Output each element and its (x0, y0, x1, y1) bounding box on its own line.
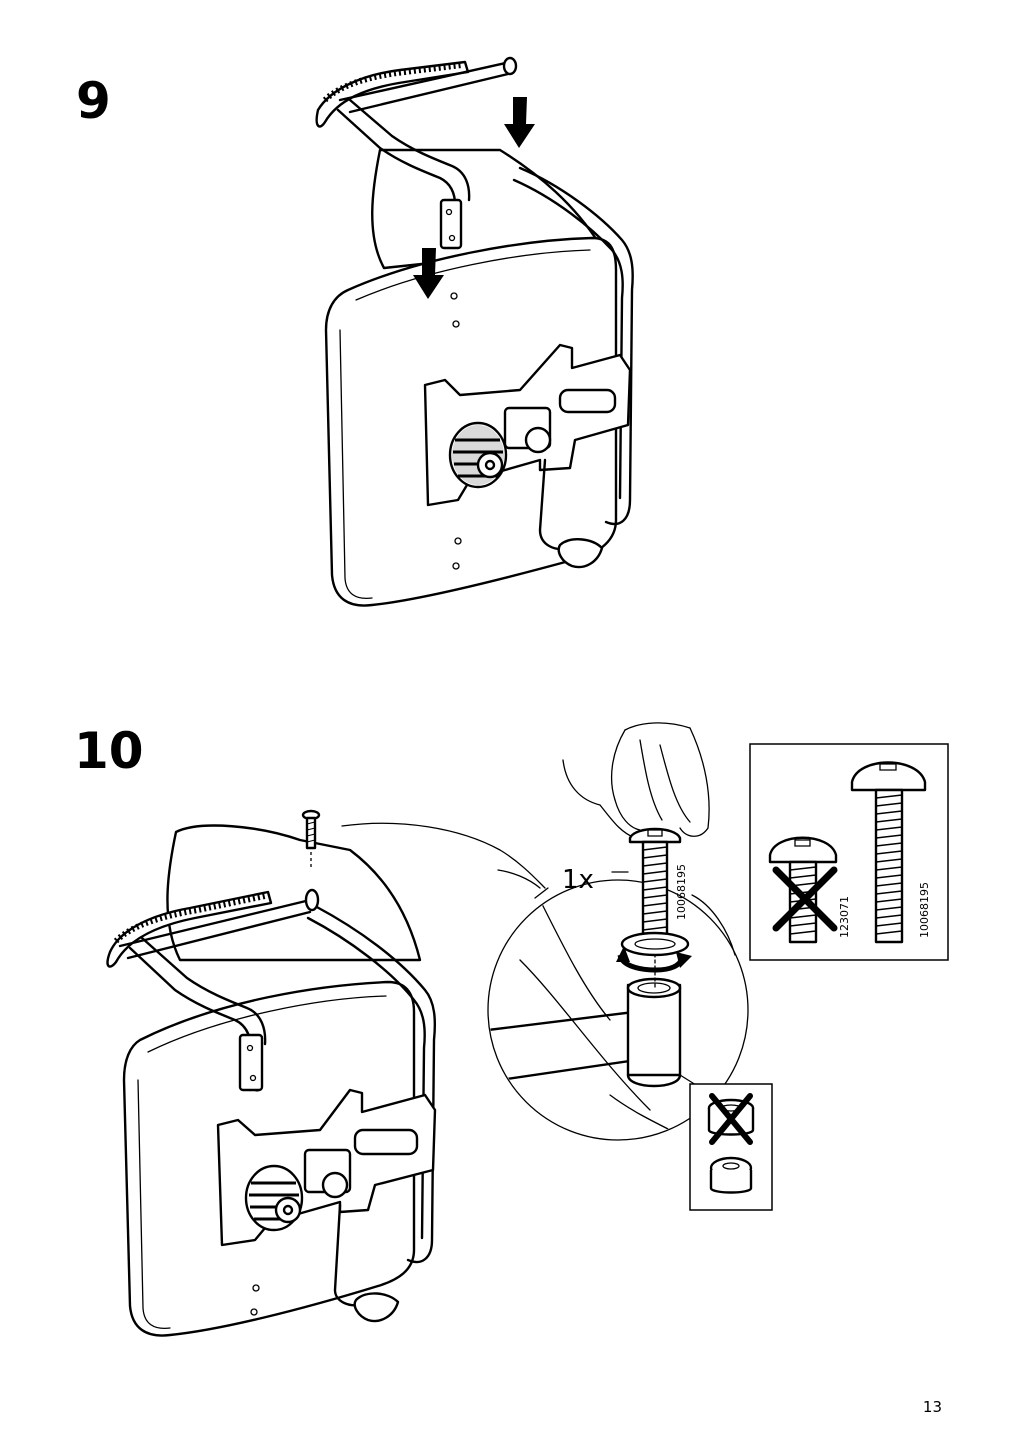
screw-icon (301, 809, 321, 870)
step-9-number: 9 (76, 72, 111, 130)
step-10-number: 10 (74, 722, 144, 780)
nut-compare-box (679, 1074, 773, 1211)
right-screw-code-label: 10068195 (918, 882, 931, 938)
lever-handle (353, 1292, 400, 1323)
quantity-label: 1x (562, 865, 594, 895)
lever-handle (557, 538, 604, 569)
armrest-pad (106, 890, 273, 968)
step-10-chair-drawing (106, 809, 437, 1337)
rotate-arrow-icon (616, 946, 692, 973)
hand-icon (562, 722, 710, 839)
armrest-pad (315, 60, 470, 128)
zoom-callout (341, 822, 749, 1141)
screw-compare-box (749, 743, 949, 961)
wrong-screw-code-label: 123071 (838, 896, 851, 938)
page-number: 13 (922, 1398, 942, 1416)
wrong-cross-icon (772, 866, 838, 932)
arrow-down-icon (504, 97, 535, 148)
wrong-cross-icon (709, 1093, 753, 1145)
step-9-drawing (315, 56, 634, 607)
screw-code-label: 10068195 (675, 864, 688, 920)
arrow-down-icon (413, 248, 444, 299)
